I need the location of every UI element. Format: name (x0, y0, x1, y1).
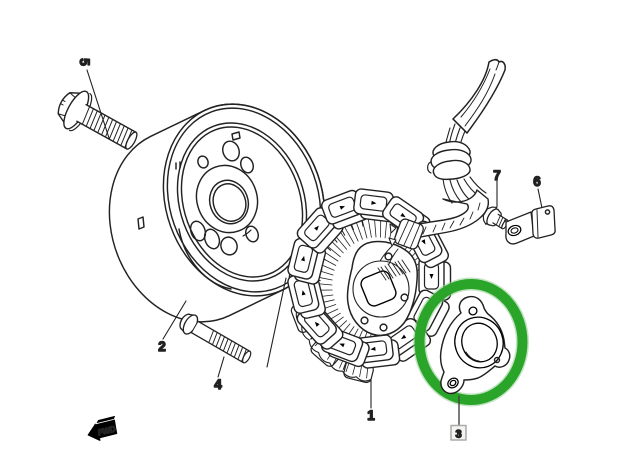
svg-text:4: 4 (214, 377, 222, 392)
svg-text:5: 5 (77, 58, 92, 66)
svg-text:2: 2 (158, 339, 166, 354)
svg-text:7: 7 (493, 168, 501, 183)
svg-text:6: 6 (533, 174, 541, 189)
svg-text:1: 1 (367, 408, 375, 423)
svg-text:3: 3 (455, 429, 461, 441)
